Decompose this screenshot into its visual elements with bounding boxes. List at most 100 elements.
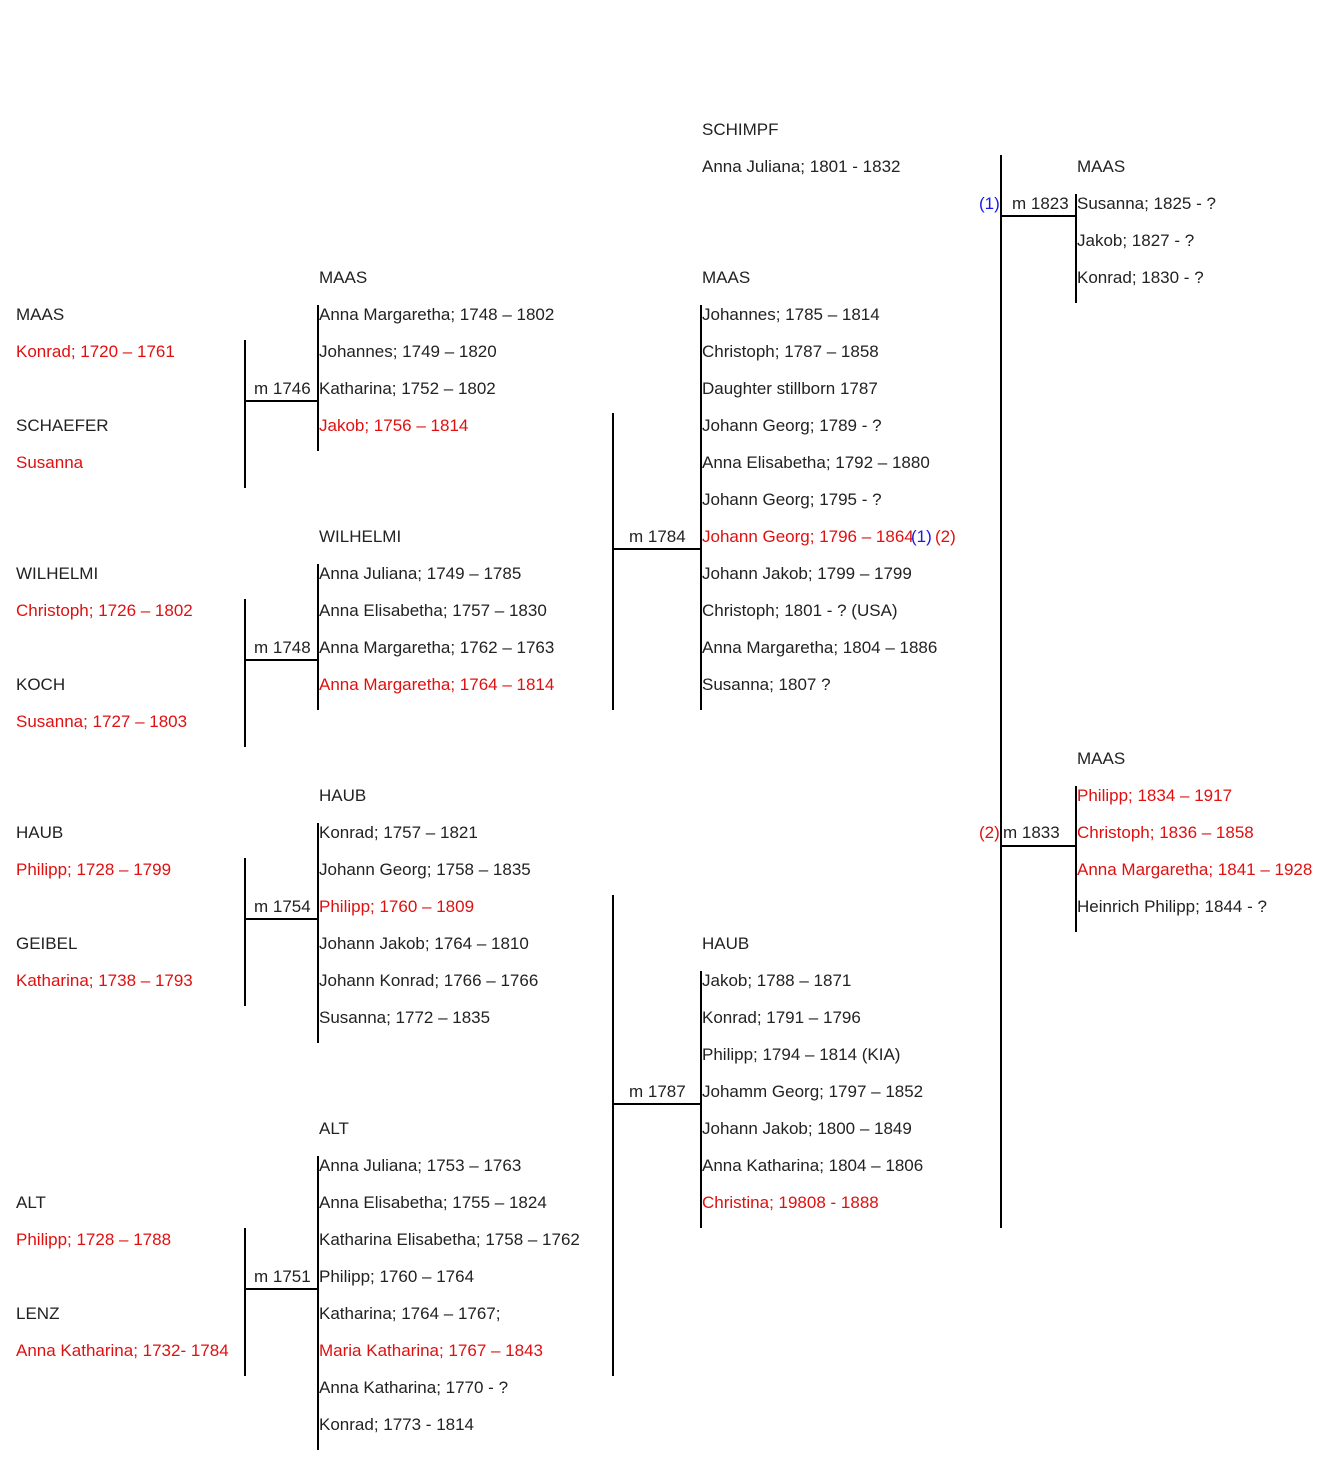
marriage-label: m 1754 [254,897,311,916]
marriage-connector [612,1103,701,1105]
child-entry: Susanna; 1772 – 1835 [319,1008,491,1027]
child-entry: Anna Katharina; 1804 – 1806 [702,1156,924,1175]
parents-bracket-line [1000,155,1002,1228]
father-surname: ALT [16,1193,46,1212]
child-entry: Konrad; 1830 - ? [1077,268,1204,287]
marriage-label: m 1748 [254,638,311,657]
mother-name: Susanna; 1727 – 1803 [16,712,188,731]
child-entry: Jakob; 1827 - ? [1077,231,1195,250]
marriage-label: m 1787 [629,1082,686,1101]
marker-second-wife: (2) [935,527,956,546]
child-entry: Susanna; 1807 ? [702,675,831,694]
children-bracket-line [317,823,319,1043]
child-entry: Johann Georg; 1795 - ? [702,490,882,509]
parents-bracket-line [244,1228,246,1376]
father-surname: WILHELMI [16,564,99,583]
child-entry: Anna Elisabetha; 1757 – 1830 [319,601,547,620]
children-bracket-line [1075,194,1077,303]
children-bracket-line [317,305,319,451]
child-entry: Christina; 19808 - 1888 [702,1193,879,1212]
marriage-label: m 1784 [629,527,686,546]
child-entry: Christoph; 1836 – 1858 [1077,823,1254,842]
children-bracket-line [317,564,319,710]
child-entry: Daughter stillborn 1787 [702,379,878,398]
parents-bracket-line [244,340,246,488]
child-entry: Johannes; 1749 – 1820 [319,342,497,361]
marriage-connector [244,400,318,402]
mother-surname: KOCH [16,675,66,694]
father-name: Christoph; 1726 – 1802 [16,601,193,620]
children-bracket-line [700,971,702,1228]
marriage-connector [244,918,318,920]
child-entry: Johann Jakob; 1800 – 1849 [702,1119,912,1138]
first-wife-surname: SCHIMPF [702,120,779,139]
mother-name: Anna Katharina; 1732- 1784 [16,1341,229,1360]
child-entry: Heinrich Philipp; 1844 - ? [1077,897,1267,916]
family-surname-heading: MAAS [1077,157,1126,176]
child-entry: Anna Margaretha; 1764 – 1814 [319,675,555,694]
mother-name: Katharina; 1738 – 1793 [16,971,193,990]
child-entry: Anna Katharina; 1770 - ? [319,1378,509,1397]
marriage-label: m 1746 [254,379,311,398]
child-entry: Johann Georg; 1758 – 1835 [319,860,531,879]
parents-bracket-line [612,895,614,1376]
family-surname-heading: MAAS [702,268,751,287]
child-entry: Konrad; 1773 - 1814 [319,1415,475,1434]
child-entry: Christoph; 1787 – 1858 [702,342,879,361]
parents-bracket-line [612,413,614,710]
family-surname-heading: WILHELMI [319,527,402,546]
child-entry: Philipp; 1794 – 1814 (KIA) [702,1045,901,1064]
child-entry: Anna Margaretha; 1804 – 1886 [702,638,938,657]
parents-bracket-line [244,599,246,747]
child-entry: Philipp; 1760 – 1764 [319,1267,475,1286]
family-surname-heading: MAAS [1077,749,1126,768]
child-entry: Johannes; 1785 – 1814 [702,305,880,324]
child-entry: Anna Margaretha; 1762 – 1763 [319,638,555,657]
mother-surname: SCHAEFER [16,416,109,435]
family-surname-heading: HAUB [702,934,750,953]
marker-first-wife: (1) [911,527,932,546]
child-entry: Anna Margaretha; 1841 – 1928 [1077,860,1313,879]
mother-surname: LENZ [16,1304,60,1323]
children-bracket-line [1075,786,1077,932]
parents-bracket-line [244,858,246,1006]
child-entry: Susanna; 1825 - ? [1077,194,1216,213]
child-entry: Christoph; 1801 - ? (USA) [702,601,898,620]
child-entry: Katharina Elisabetha; 1758 – 1762 [319,1230,580,1249]
marriage-label: m 1833 [1003,823,1060,842]
child-entry: Anna Elisabetha; 1755 – 1824 [319,1193,547,1212]
children-bracket-line [700,305,702,710]
marriage-label: m 1823 [1012,194,1069,213]
child-entry: Konrad; 1757 – 1821 [319,823,478,842]
child-entry: Anna Juliana; 1753 – 1763 [319,1156,522,1175]
child-entry: Philipp; 1760 – 1809 [319,897,475,916]
marriage-marker-first: (1) [979,194,1000,213]
child-entry: Johann Konrad; 1766 – 1766 [319,971,539,990]
family-surname-heading: HAUB [319,786,367,805]
marriage-connector [1000,845,1076,847]
marriage-marker-second: (2) [979,823,1000,842]
child-entry: Katharina; 1764 – 1767; [319,1304,501,1323]
marriage-connector [244,659,318,661]
family-surname-heading: ALT [319,1119,349,1138]
marriage-connector [612,548,701,550]
marriage-connector [1000,215,1076,217]
child-entry: Anna Elisabetha; 1792 – 1880 [702,453,930,472]
marriage-connector [244,1288,318,1290]
child-entry: Johann Georg; 1796 – 1864 [702,527,914,546]
children-bracket-line [317,1156,319,1450]
child-entry: Anna Margaretha; 1748 – 1802 [319,305,555,324]
child-entry: Jakob; 1788 – 1871 [702,971,852,990]
child-entry: Johann Jakob; 1799 – 1799 [702,564,912,583]
child-entry: Jakob; 1756 – 1814 [319,416,469,435]
child-entry: Anna Juliana; 1749 – 1785 [319,564,522,583]
father-name: Philipp; 1728 – 1799 [16,860,172,879]
father-surname: MAAS [16,305,65,324]
child-entry: Johann Georg; 1789 - ? [702,416,882,435]
mother-name: Susanna [16,453,84,472]
child-entry: Katharina; 1752 – 1802 [319,379,496,398]
mother-surname: GEIBEL [16,934,78,953]
family-surname-heading: MAAS [319,268,368,287]
child-entry: Philipp; 1834 – 1917 [1077,786,1233,805]
